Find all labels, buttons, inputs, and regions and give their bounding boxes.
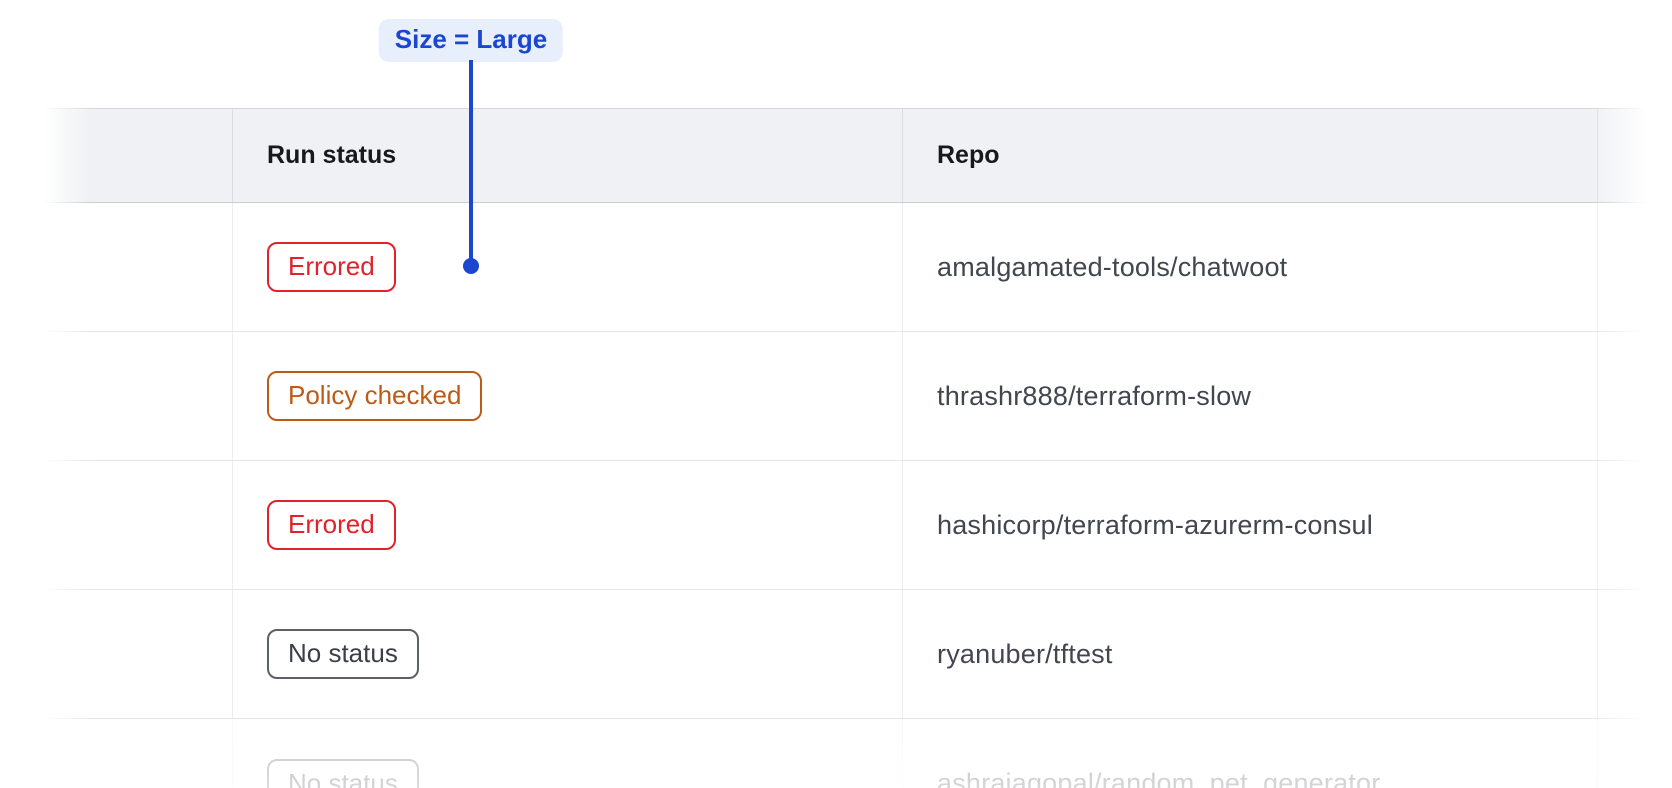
size-large-callout: Size = Large (379, 19, 563, 62)
row-cell-trailing (1598, 203, 1644, 331)
row-cell-repo: thrashr888/terraform-slow (903, 332, 1598, 460)
table-row[interactable]: Errored amalgamated-tools/chatwoot (43, 203, 1644, 332)
row-cell-status: Policy checked (233, 332, 903, 460)
row-cell-status: No status (233, 719, 903, 788)
repo-name: thrashr888/terraform-slow (937, 381, 1251, 412)
status-badge: Errored (267, 500, 396, 550)
callout-pointer-dot (463, 258, 479, 274)
row-cell-trailing (1598, 719, 1644, 788)
repo-name: ryanuber/tftest (937, 639, 1113, 670)
row-cell-leading (43, 203, 233, 331)
header-cell-run-status: Run status (233, 109, 903, 202)
table-header-row: Run status Repo (43, 108, 1644, 203)
callout-pointer-line (469, 60, 473, 260)
repo-name: amalgamated-tools/chatwoot (937, 252, 1287, 283)
header-cell-repo: Repo (903, 109, 1598, 202)
status-badge: Errored (267, 242, 396, 292)
status-badge: No status (267, 759, 419, 788)
table-row[interactable]: Errored hashicorp/terraform-azurerm-cons… (43, 461, 1644, 590)
table-row[interactable]: No status ashrajagopal/random_pet_genera… (43, 719, 1644, 788)
status-badge: No status (267, 629, 419, 679)
status-badge: Policy checked (267, 371, 482, 421)
row-cell-repo: hashicorp/terraform-azurerm-consul (903, 461, 1598, 589)
row-cell-repo: ryanuber/tftest (903, 590, 1598, 718)
row-cell-trailing (1598, 332, 1644, 460)
repo-name: ashrajagopal/random_pet_generator (937, 768, 1380, 788)
row-cell-status: No status (233, 590, 903, 718)
row-cell-leading (43, 461, 233, 589)
row-cell-leading (43, 590, 233, 718)
row-cell-repo: ashrajagopal/random_pet_generator (903, 719, 1598, 788)
row-cell-status: Errored (233, 461, 903, 589)
header-cell-trailing (1598, 109, 1644, 202)
repo-name: hashicorp/terraform-azurerm-consul (937, 510, 1373, 541)
table-row[interactable]: No status ryanuber/tftest (43, 590, 1644, 719)
row-cell-leading (43, 719, 233, 788)
header-cell-empty (43, 109, 233, 202)
row-cell-status: Errored (233, 203, 903, 331)
table-row[interactable]: Policy checked thrashr888/terraform-slow (43, 332, 1644, 461)
row-cell-leading (43, 332, 233, 460)
row-cell-trailing (1598, 461, 1644, 589)
runs-table: Run status Repo Errored amalgamated-tool… (43, 108, 1644, 788)
row-cell-trailing (1598, 590, 1644, 718)
row-cell-repo: amalgamated-tools/chatwoot (903, 203, 1598, 331)
